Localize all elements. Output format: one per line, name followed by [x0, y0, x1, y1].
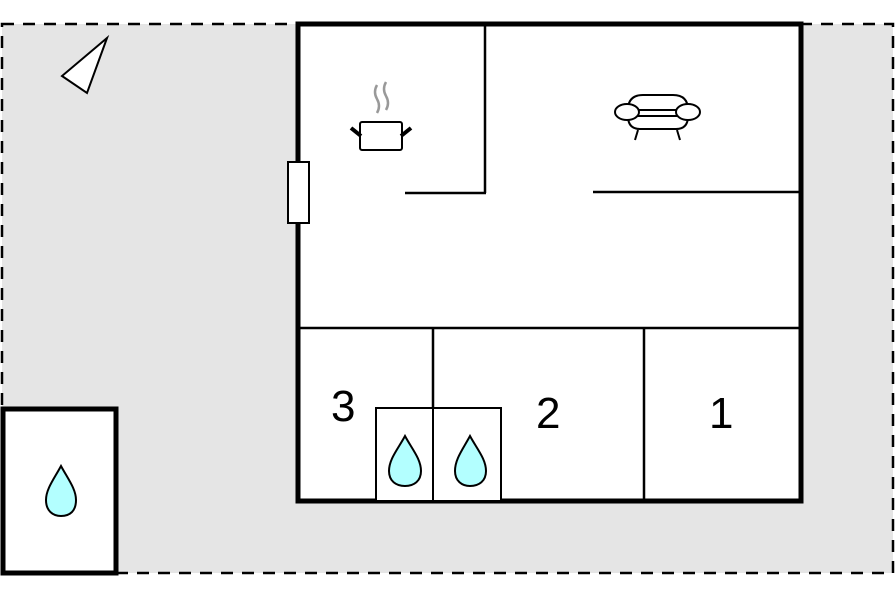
- cooking-pot-icon: [349, 81, 413, 151]
- room-label-3: 3: [331, 382, 355, 431]
- room-label-1: 1: [709, 389, 733, 438]
- north-arrow-icon: [60, 34, 110, 95]
- room-label-2: 2: [536, 389, 560, 438]
- kitchen-walls: [405, 24, 801, 195]
- water-drop-icon: [387, 433, 423, 488]
- water-drop-icon: [453, 433, 488, 488]
- window: [287, 161, 310, 224]
- water-drop-icon: [44, 463, 78, 518]
- sofa-icon: [614, 94, 701, 141]
